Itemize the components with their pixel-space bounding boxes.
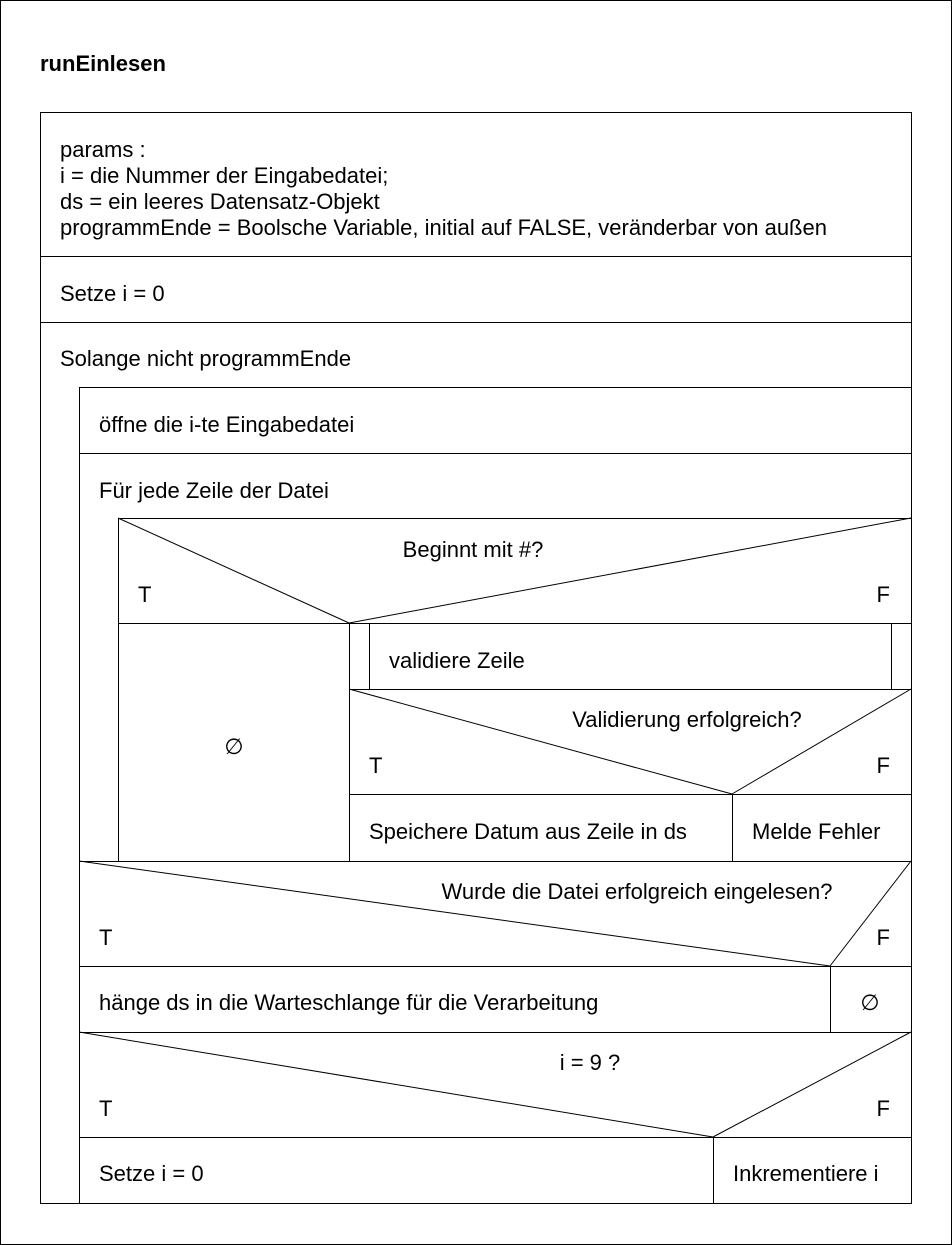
open-file-step: öffne die i-te Eingabedatei xyxy=(99,412,355,437)
decision-nine-question: i = 9 ? xyxy=(559,1050,621,1075)
decision-valid-false-label: F xyxy=(876,753,890,778)
decision-nine-diag-right xyxy=(712,1031,912,1138)
params-line: programmEnde = Boolsche Variable, initia… xyxy=(60,215,827,240)
structogram-frame xyxy=(40,112,912,1204)
params-line: i = die Nummer der Eingabedatei; xyxy=(60,163,389,188)
decision-read-true-label: T xyxy=(99,925,113,950)
decision-read-diag-left xyxy=(78,860,831,967)
for-loop-condition: Für jede Zeile der Datei xyxy=(99,478,329,503)
store-data-step: Speichere Datum aus Zeile in ds xyxy=(369,819,687,844)
decision-valid-question: Validierung erfolgreich? xyxy=(572,707,802,732)
decision-nine-false-label: F xyxy=(876,1096,890,1121)
empty-branch-symbol: ∅ xyxy=(860,990,880,1015)
decision-valid-true-label: T xyxy=(369,753,383,778)
empty-branch-symbol: ∅ xyxy=(224,734,244,759)
decision-valid-diag-left xyxy=(348,688,733,795)
report-error-step: Melde Fehler xyxy=(752,819,881,844)
decision-hash-question: Beginnt mit #? xyxy=(402,537,544,562)
increment-step: Inkrementiere i xyxy=(733,1161,879,1186)
decision-read-question: Wurde die Datei erfolgreich eingelesen? xyxy=(441,879,833,904)
decision-hash-diag-right xyxy=(348,517,912,624)
decision-read-diag-right xyxy=(829,860,912,967)
decision-valid-diag-right xyxy=(731,688,912,795)
params-line: params : xyxy=(60,137,146,162)
decision-hash-diag-left xyxy=(117,517,350,624)
decision-hash-false-label: F xyxy=(876,582,890,607)
validate-call: validiere Zeile xyxy=(389,648,525,673)
decision-read-false-label: F xyxy=(876,925,890,950)
decision-nine-diag-left xyxy=(78,1031,714,1138)
decision-nine-true-label: T xyxy=(99,1096,113,1121)
diagram-title: runEinlesen xyxy=(40,51,166,76)
decision-hash-true-label: T xyxy=(138,582,152,607)
reset-counter-step: Setze i = 0 xyxy=(99,1161,204,1186)
init-step: Setze i = 0 xyxy=(60,281,165,306)
enqueue-step: hänge ds in die Warteschlange für die Ve… xyxy=(99,990,599,1015)
params-line: ds = ein leeres Datensatz-Objekt xyxy=(60,189,380,214)
while-loop-condition: Solange nicht programmEnde xyxy=(60,346,352,371)
